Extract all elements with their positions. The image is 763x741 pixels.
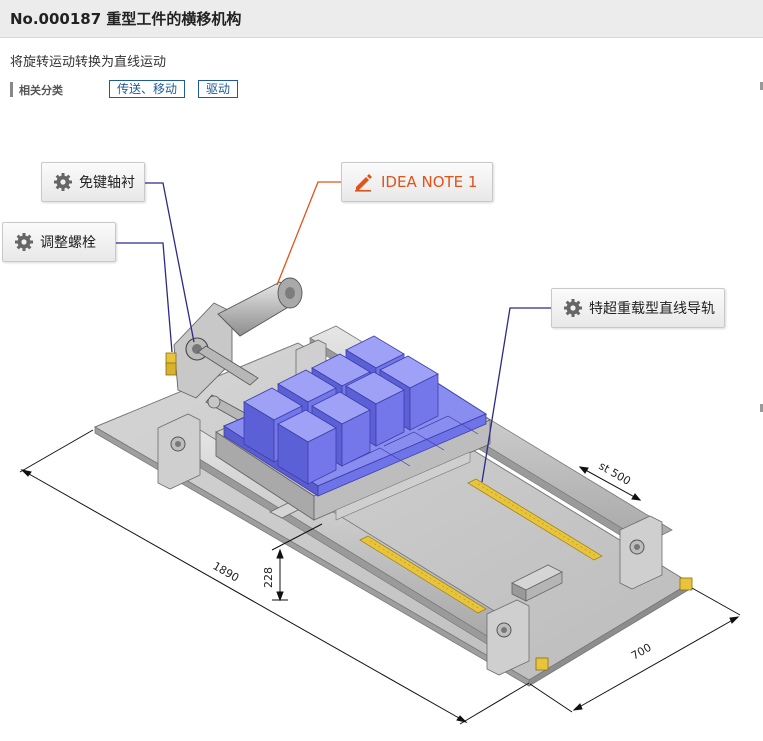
callout-linear-guide[interactable]: 特超重载型直线导轨	[551, 288, 725, 328]
pencil-icon	[355, 174, 372, 192]
linear-guide-rails	[359, 478, 603, 614]
plate-blocks	[269, 502, 563, 602]
callout-leaders	[116, 181, 551, 483]
tag-conveying-moving[interactable]: 传送、移动	[109, 80, 186, 98]
dim-width: 700	[629, 641, 654, 663]
callout-label: IDEA NOTE 1	[381, 173, 478, 191]
gear-icon	[54, 173, 72, 191]
scroll-marker	[760, 404, 763, 412]
category-marker	[10, 82, 13, 97]
callout-label: 免键轴衬	[79, 175, 135, 191]
adjust-bolts	[165, 352, 693, 671]
dim-stroke: st 500	[597, 459, 633, 488]
motor-assembly	[173, 277, 303, 439]
callout-adjust-bolt[interactable]: 调整螺栓	[2, 222, 116, 262]
dimension-lines	[19, 429, 741, 725]
callout-label: 特超重载型直线导轨	[589, 301, 715, 317]
page-description: 将旋转运动转换为直线运动	[10, 55, 167, 70]
category-label: 相关分类	[19, 84, 63, 97]
callout-idea-note[interactable]: IDEA NOTE 1	[341, 162, 493, 202]
dim-height: 228	[262, 567, 275, 588]
callout-label: 调整螺栓	[40, 235, 96, 251]
page-title: No.000187 重型工件的横移机构	[10, 10, 242, 28]
gear-icon	[564, 299, 582, 317]
callout-keyless-bushing[interactable]: 免键轴衬	[41, 162, 145, 202]
workpiece-blocks	[243, 335, 479, 485]
dim-length: 1890	[211, 559, 242, 584]
tag-drive[interactable]: 驱动	[198, 80, 239, 98]
title-bar: No.000187 重型工件的横移机构	[0, 0, 763, 38]
gear-icon	[15, 233, 33, 251]
scroll-marker	[760, 82, 763, 90]
